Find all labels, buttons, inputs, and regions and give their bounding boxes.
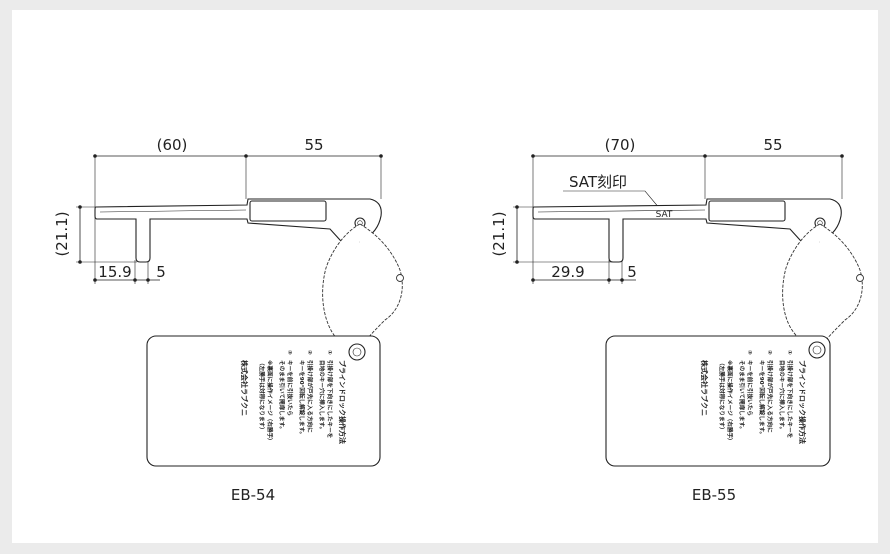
tag-hole — [808, 341, 826, 359]
tag-step1-line2: 目地のキー穴に挿入します。 — [318, 360, 326, 432]
svg-text:③: ③ — [286, 350, 292, 355]
tag-plate — [605, 335, 831, 467]
tag-plate — [146, 335, 381, 467]
dim-top-right: 55 — [763, 136, 782, 154]
dim-height: (21.1) — [53, 211, 71, 256]
engrave-leader-line — [563, 190, 661, 210]
tag-company: 株式会社ラブクニ — [240, 360, 249, 416]
tag-note-line1: ※裏面に操作イメージ（右勝手） — [726, 360, 734, 444]
dimension-lines-height — [513, 205, 613, 264]
tag-title: ブラインドロック操作方法 — [798, 360, 807, 444]
svg-text:①: ① — [786, 350, 792, 355]
dimension-lines-bottom — [531, 212, 636, 284]
tag-step2-line1: 引掛け部が戸先に入る方向に — [766, 360, 774, 433]
svg-text:①: ① — [326, 350, 332, 355]
tag-step3-line1: キーを前に引抜いたら — [286, 360, 294, 416]
dim-bottom-right: 5 — [156, 263, 166, 281]
tag-step2-line2: キーを90°回転し解錠します。 — [758, 360, 766, 437]
dimension-lines-top — [93, 154, 383, 212]
key-grip-insert — [708, 200, 786, 222]
tag-note-line2: （左勝手は対称になります） — [718, 360, 726, 433]
tag-step3-line2: そのまま引いて開扉します。 — [738, 360, 746, 432]
key-grip-insert — [249, 200, 327, 222]
dim-top-right: 55 — [304, 136, 323, 154]
svg-text:②: ② — [306, 350, 313, 355]
key-center-line — [99, 209, 247, 213]
tag-step1-line2: 目地のキー穴に挿入します。 — [778, 360, 786, 432]
drawing-eb54: (60) 55 (21.1) 15.9 5 — [53, 136, 404, 504]
dim-top-left: (70) — [605, 136, 636, 154]
dimension-lines-top — [531, 154, 844, 212]
bead-chain — [322, 223, 404, 353]
dim-bottom-left: 15.9 — [98, 263, 131, 281]
dim-bottom-right: 5 — [627, 263, 637, 281]
tag-step3-line1: キーを前に引抜いたら — [746, 360, 754, 416]
drawing-eb55: (70) 55 (21.1) 29.9 5 SAT刻印 SAT — [490, 136, 864, 504]
tag-step1-line1: 引掛け部を下向きにしたキーを — [786, 360, 794, 439]
dimension-lines-bottom — [93, 212, 160, 284]
tag-step1-line1: 引掛け部を下向きにしたキーを — [326, 360, 334, 439]
model-caption: EB-54 — [231, 486, 275, 504]
model-caption: EB-55 — [692, 486, 736, 504]
tag-note-line1: ※裏面に操作イメージ（右勝手） — [266, 360, 274, 444]
tag-note-line2: （左勝手は対称になります） — [258, 360, 266, 433]
tag-company: 株式会社ラブクニ — [700, 360, 709, 416]
dimension-lines-height — [76, 205, 137, 264]
bead-chain — [782, 223, 864, 351]
key-center-line — [537, 209, 706, 213]
engrave-callout-label: SAT刻印 — [569, 173, 627, 191]
engrave-mark: SAT — [656, 210, 673, 220]
tag-title: ブラインドロック操作方法 — [338, 360, 347, 444]
dim-bottom-left: 29.9 — [551, 263, 584, 281]
tag-hole — [348, 343, 366, 361]
tag-step2-line1: 引掛け部が戸先に入る方向に — [306, 360, 314, 433]
svg-text:②: ② — [766, 350, 773, 355]
instruction-tag: ブラインドロック操作方法 ① 引掛け部を下向きにしたキーを 目地のキー穴に挿入し… — [605, 335, 831, 467]
tag-step3-line2: そのまま引いて開扉します。 — [278, 360, 286, 432]
dim-height: (21.1) — [490, 211, 508, 256]
tag-step2-line2: キーを90°回転し解錠します。 — [298, 360, 306, 437]
dim-top-left: (60) — [157, 136, 188, 154]
instruction-tag: ブラインドロック操作方法 ① 引掛け部を下向きにしたキーを 目地のキー穴に挿入し… — [146, 335, 381, 467]
svg-text:③: ③ — [746, 350, 752, 355]
